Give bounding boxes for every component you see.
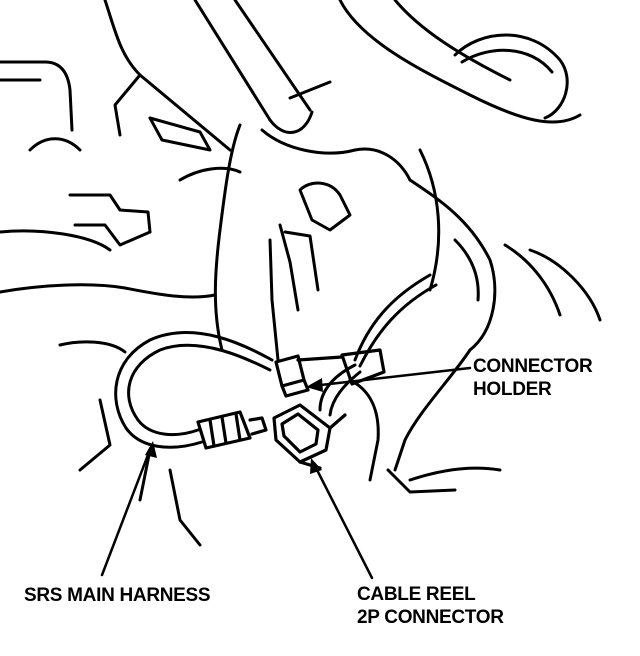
column-cover	[213, 123, 602, 482]
cable-reel-harness	[318, 273, 438, 417]
connector-holder-label: CONNECTOR HOLDER	[473, 355, 593, 401]
cable-reel-label-line1: CABLE REEL	[357, 584, 476, 605]
cable-reel-2p-connector	[272, 403, 347, 470]
connector-holder	[274, 348, 386, 398]
callout-arrowheads	[145, 378, 323, 474]
connector-holder-label-line2: HOLDER	[473, 379, 552, 400]
callout-leaders	[100, 366, 472, 580]
steering-wheel	[338, 0, 582, 124]
steering-column	[193, 0, 332, 134]
srs-main-harness-label: SRS MAIN HARNESS	[24, 585, 211, 606]
dashboard	[0, 0, 242, 252]
srs-main-harness-plug	[196, 410, 268, 450]
connector-holder-label-line1: CONNECTOR	[473, 356, 593, 377]
cable-reel-connector-label: CABLE REEL 2P CONNECTOR	[357, 583, 504, 629]
cable-reel-label-line2: 2P CONNECTOR	[357, 607, 504, 628]
